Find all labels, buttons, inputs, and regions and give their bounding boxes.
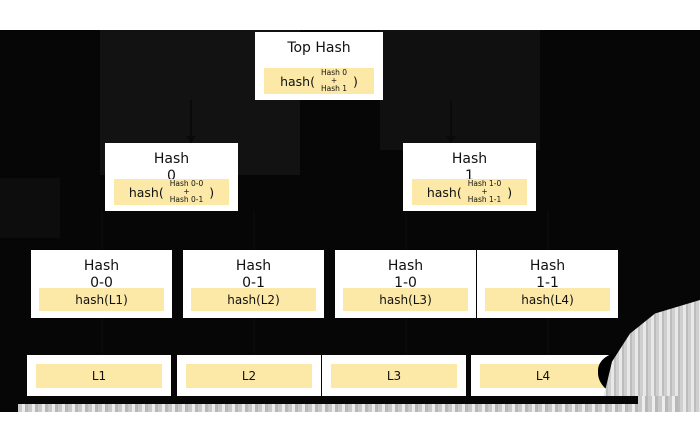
data-block-l3-box: L3: [331, 364, 457, 388]
node-hash-1-0-value-box: hash(L3): [343, 288, 468, 311]
node-hash-1-1[interactable]: Hash 1-1 hash(L4): [477, 250, 618, 318]
data-block-l2-box: L2: [186, 364, 312, 388]
node-hash-1-1-value-box: hash(L4): [485, 288, 610, 311]
connector-arrowhead-hash0: [186, 136, 196, 143]
node-hash-1-fn: hash(: [426, 184, 462, 200]
connector-hash01-to-l2: [253, 318, 255, 355]
data-block-l3-label: L3: [386, 369, 402, 383]
node-hash-0-args: Hash 0-0 + Hash 0-1: [169, 179, 204, 204]
node-hash-0-1-value-box: hash(L2): [191, 288, 316, 311]
node-hash-0-0-title: Hash 0-0: [83, 258, 120, 291]
node-top-hash-formula: hash( Hash 0 + Hash 1 ): [264, 68, 374, 94]
node-hash-0-0-value-box: hash(L1): [39, 288, 164, 311]
data-block-l1[interactable]: L1: [27, 355, 171, 397]
node-hash-0-formula: hash( Hash 0-0 + Hash 0-1 ): [114, 179, 229, 205]
node-hash-1-args: Hash 1-0 + Hash 1-1: [467, 179, 502, 204]
data-block-l4[interactable]: L4: [471, 355, 615, 397]
data-block-l4-box: L4: [480, 364, 606, 388]
connector-hash1-to-hash10: [405, 211, 407, 250]
node-hash-1-0[interactable]: Hash 1-0 hash(L3): [335, 250, 476, 318]
backdrop-shade-right: [380, 30, 540, 150]
node-hash-1[interactable]: Hash 1 hash( Hash 1-0 + Hash 1-1 ): [403, 143, 536, 211]
node-hash-0-1-value: hash(L2): [227, 292, 280, 307]
node-top-hash-fn: hash(: [280, 73, 315, 89]
data-block-l3[interactable]: L3: [322, 355, 466, 397]
node-hash-0-1-title: Hash 0-1: [235, 258, 272, 291]
node-top-hash-title: Top Hash: [287, 40, 351, 56]
connector-top-to-hash1: [450, 100, 452, 143]
node-hash-0[interactable]: Hash 0 hash( Hash 0-0 + Hash 0-1 ): [105, 143, 238, 211]
node-top-hash-close: ): [353, 73, 358, 89]
node-hash-1-close: ): [507, 184, 513, 200]
node-hash-0-close: ): [209, 184, 215, 200]
node-hash-1-1-value: hash(L4): [521, 292, 574, 307]
connector-hash0-to-hash00: [101, 211, 103, 250]
connector-hash10-to-l3: [405, 318, 407, 355]
connector-hash11-to-l4: [547, 318, 549, 355]
connector-arrowhead-hash1: [446, 136, 456, 143]
node-hash-0-1[interactable]: Hash 0-1 hash(L2): [183, 250, 324, 318]
node-hash-0-title: Hash 0: [153, 151, 190, 184]
node-hash-1-1-title: Hash 1-1: [529, 258, 566, 291]
connector-hash00-to-l1: [101, 318, 103, 355]
data-block-l4-label: L4: [535, 369, 551, 383]
connector-hash0-to-hash01: [253, 211, 255, 250]
connector-hash1-to-hash11: [547, 211, 549, 250]
node-hash-0-0[interactable]: Hash 0-0 hash(L1): [31, 250, 172, 318]
node-hash-1-title: Hash 1: [451, 151, 488, 184]
node-hash-0-fn: hash(: [128, 184, 164, 200]
node-hash-1-0-title: Hash 1-0: [387, 258, 424, 291]
connector-top-to-hash0: [190, 100, 192, 143]
data-block-l1-box: L1: [36, 364, 162, 388]
node-top-hash[interactable]: Top Hash hash( Hash 0 + Hash 1 ): [255, 32, 383, 100]
artifact-gray-band-mask: [18, 396, 638, 404]
node-top-hash-args: Hash 0 + Hash 1: [320, 68, 348, 93]
data-block-l2-label: L2: [241, 369, 257, 383]
node-hash-1-formula: hash( Hash 1-0 + Hash 1-1 ): [412, 179, 527, 205]
data-block-l2[interactable]: L2: [177, 355, 321, 397]
node-hash-1-0-value: hash(L3): [379, 292, 432, 307]
data-block-l1-label: L1: [91, 369, 107, 383]
node-hash-0-0-value: hash(L1): [75, 292, 128, 307]
backdrop-shade-lower-left: [0, 178, 60, 238]
